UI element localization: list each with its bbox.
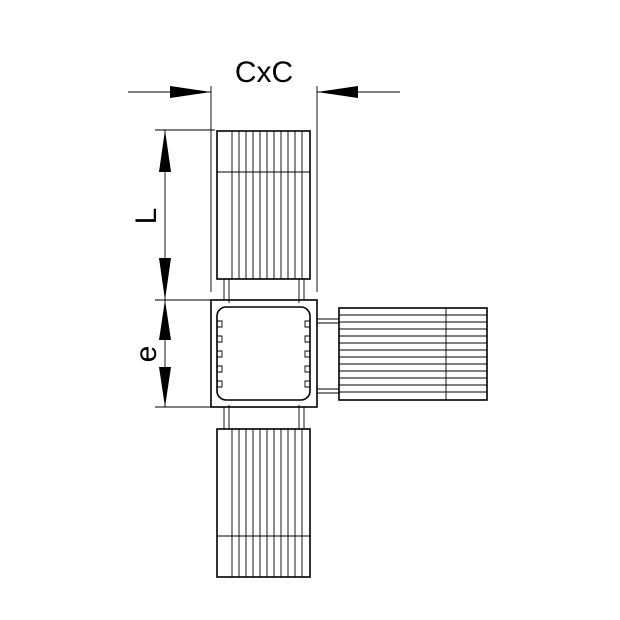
top-arm xyxy=(216,130,311,303)
center-body xyxy=(210,299,318,408)
dimension-l-e: L e xyxy=(130,129,215,408)
cxc-label: CxC xyxy=(235,56,293,89)
right-arm xyxy=(317,307,488,401)
bottom-arm xyxy=(216,405,311,578)
e-label: e xyxy=(130,346,163,363)
l-label: L xyxy=(130,208,163,225)
dimension-cxc: CxC xyxy=(128,56,400,292)
